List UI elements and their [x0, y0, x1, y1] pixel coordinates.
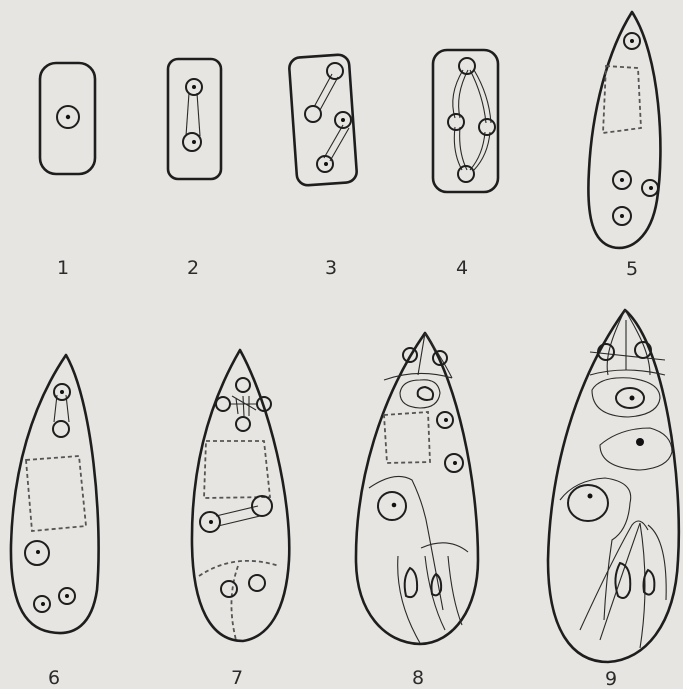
- stage-7-cell: [192, 350, 289, 641]
- stage-2-label: 2: [187, 257, 199, 279]
- stage-6-cell: [11, 355, 99, 633]
- stage-8-label: 8: [412, 667, 424, 689]
- stage-7-label: 7: [231, 667, 243, 689]
- stage-4-label: 4: [456, 257, 468, 279]
- stage-4-cell: [433, 50, 498, 192]
- stage-5-cell: [588, 12, 660, 248]
- stage-8-cell: [356, 333, 478, 644]
- stage-5-label: 5: [626, 258, 638, 280]
- stage-9-label: 9: [605, 668, 617, 689]
- stage-9-cell: [548, 310, 679, 662]
- stage-2-cell: [168, 59, 221, 179]
- stage-3-cell: [289, 54, 358, 186]
- stage-1-cell: [40, 63, 95, 174]
- stage-3-label: 3: [325, 257, 337, 279]
- stage-1-label: 1: [57, 257, 69, 279]
- stage-6-label: 6: [48, 667, 60, 689]
